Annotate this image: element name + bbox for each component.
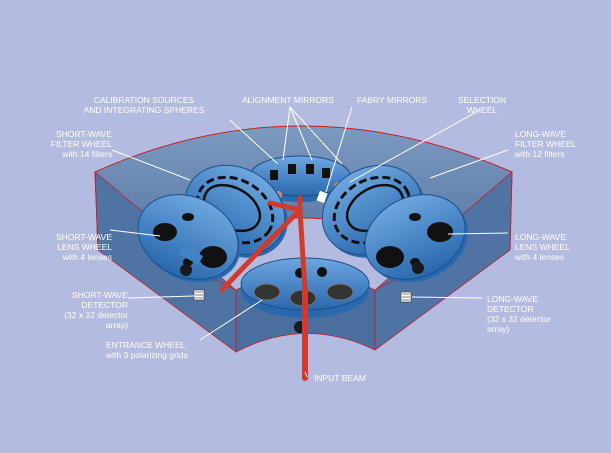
label-entrance-wheel: ENTRANCE WHEEL with 3 polarizing grids (106, 340, 188, 360)
label-short-wave-detector: SHORT-WAVE DETECTOR (32 x 32 detector ar… (18, 290, 128, 330)
label-selection-line2: WHEEL (466, 105, 498, 115)
label-selection-wheel: SELECTION WHEEL (452, 95, 512, 115)
label-fabry-mirrors: FABRY MIRRORS (357, 95, 427, 105)
label-alignment-mirrors: ALIGNMENT MIRRORS (242, 95, 334, 105)
label-long-wave-detector: LONG-WAVE DETECTOR (32 x 32 detector arr… (487, 294, 551, 334)
label-lw-filter-line2: FILTER WHEEL (515, 139, 577, 149)
label-calibration-sources: CALIBRATION SOURCES AND INTEGRATING SPHE… (74, 95, 214, 115)
label-input-beam-text: INPUT BEAM (314, 373, 366, 383)
fabry-mirror (316, 190, 328, 204)
label-selection-line1: SELECTION (457, 95, 507, 105)
label-sw-filter-line1: SHORT-WAVE (55, 129, 112, 139)
label-lw-lens-line2: LENS WHEEL (515, 242, 570, 252)
label-sw-detector-line3: (32 x 32 detector (64, 310, 128, 320)
label-lw-detector-line3: (32 x 32 detector (487, 314, 551, 324)
label-alignment-text: ALIGNMENT MIRRORS (242, 95, 334, 105)
label-calibration-line1: CALIBRATION SOURCES (93, 95, 195, 105)
label-sw-filter-line2: FILTER WHEEL (50, 139, 112, 149)
label-sw-detector-line4: array) (105, 320, 128, 330)
long-wave-lens-wheel (364, 194, 469, 283)
lens-4 (376, 246, 404, 268)
calibration-source-2 (288, 164, 296, 174)
label-lw-detector-line2: DETECTOR (487, 304, 534, 314)
label-sw-detector-line2: DETECTOR (81, 300, 128, 310)
label-long-wave-filter-wheel: LONG-WAVE FILTER WHEEL with 12 filters (515, 129, 576, 159)
label-lw-filter-line1: LONG-WAVE (515, 129, 567, 139)
label-input-beam: INPUT BEAM (314, 373, 366, 383)
label-sw-lens-line1: SHORT-WAVE (55, 232, 112, 242)
label-sw-detector-line1: SHORT-WAVE (71, 290, 128, 300)
lens-3 (427, 222, 453, 242)
label-sw-lens-line3: with 4 lenses (62, 252, 112, 262)
lens-1 (153, 223, 177, 241)
label-calibration-line2: AND INTEGRATING SPHERES (83, 105, 205, 115)
label-sw-filter-line3: with 14 filters (62, 149, 112, 159)
label-lw-lens-line3: with 4 lenses (515, 252, 565, 262)
long-wave-detector (400, 291, 412, 303)
label-short-wave-filter-wheel: SHORT-WAVE FILTER WHEEL with 14 filters (20, 129, 112, 159)
lens-2 (199, 246, 227, 268)
label-entrance-line1: ENTRANCE WHEEL (106, 340, 186, 350)
label-lw-filter-line3: with 12 filters (515, 149, 565, 159)
short-wave-lens-wheel (137, 194, 241, 283)
short-wave-detector (193, 289, 205, 301)
polarizing-grid-1 (253, 283, 281, 301)
label-lw-detector-line1: LONG-WAVE (487, 294, 539, 304)
leader-lines (109, 106, 509, 378)
polarizing-grid-3 (326, 283, 354, 301)
calibration-source-1 (270, 170, 278, 180)
label-sw-lens-line2: LENS WHEEL (57, 242, 112, 252)
label-fabry-text: FABRY MIRRORS (357, 95, 428, 105)
label-entrance-line2: with 3 polarizing grids (106, 350, 188, 360)
beam-paths (219, 195, 308, 381)
label-long-wave-lens-wheel: LONG-WAVE LENS WHEEL with 4 lenses (515, 232, 570, 262)
label-lw-lens-line1: LONG-WAVE (515, 232, 567, 242)
calibration-source-3 (306, 164, 314, 174)
label-lw-detector-line4: array) (487, 324, 510, 334)
calibration-source-4 (322, 168, 330, 178)
label-short-wave-lens-wheel: SHORT-WAVE LENS WHEEL with 4 lenses (20, 232, 112, 262)
